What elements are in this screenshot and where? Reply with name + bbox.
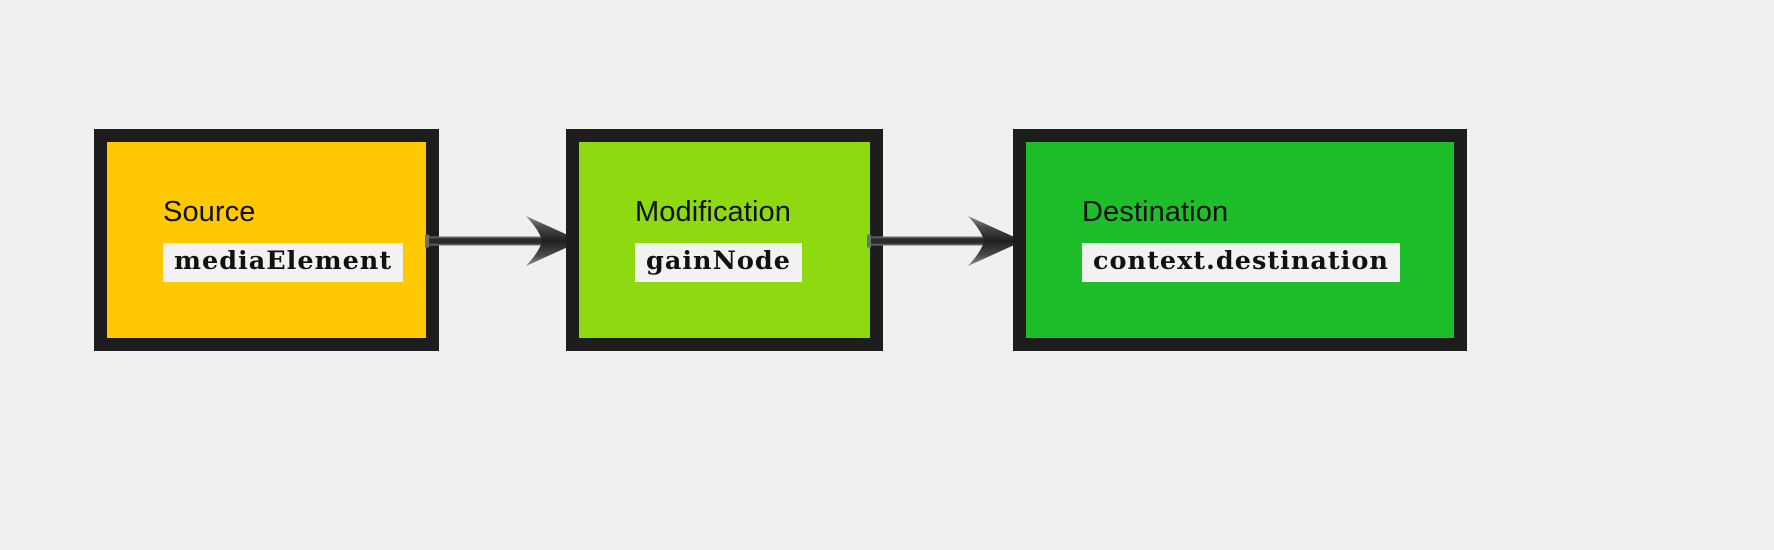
node-modification[interactable]: Modification gainNode [566, 129, 883, 351]
node-destination[interactable]: Destination context.destination [1013, 129, 1467, 351]
node-modification-code-label: gainNode [635, 243, 802, 282]
node-destination-title: Destination [1082, 196, 1229, 229]
edge-arrow-icon [425, 216, 581, 266]
edge-arrow-icon [867, 216, 1023, 266]
edge-source-to-modification [425, 196, 581, 286]
edge-modification-to-destination [867, 196, 1023, 286]
node-source-code-label: mediaElement [163, 243, 404, 282]
node-source-title: Source [163, 196, 256, 229]
node-modification-title: Modification [635, 196, 791, 229]
node-destination-code-label: context.destination [1082, 243, 1400, 282]
node-source[interactable]: Source mediaElement [94, 129, 439, 351]
